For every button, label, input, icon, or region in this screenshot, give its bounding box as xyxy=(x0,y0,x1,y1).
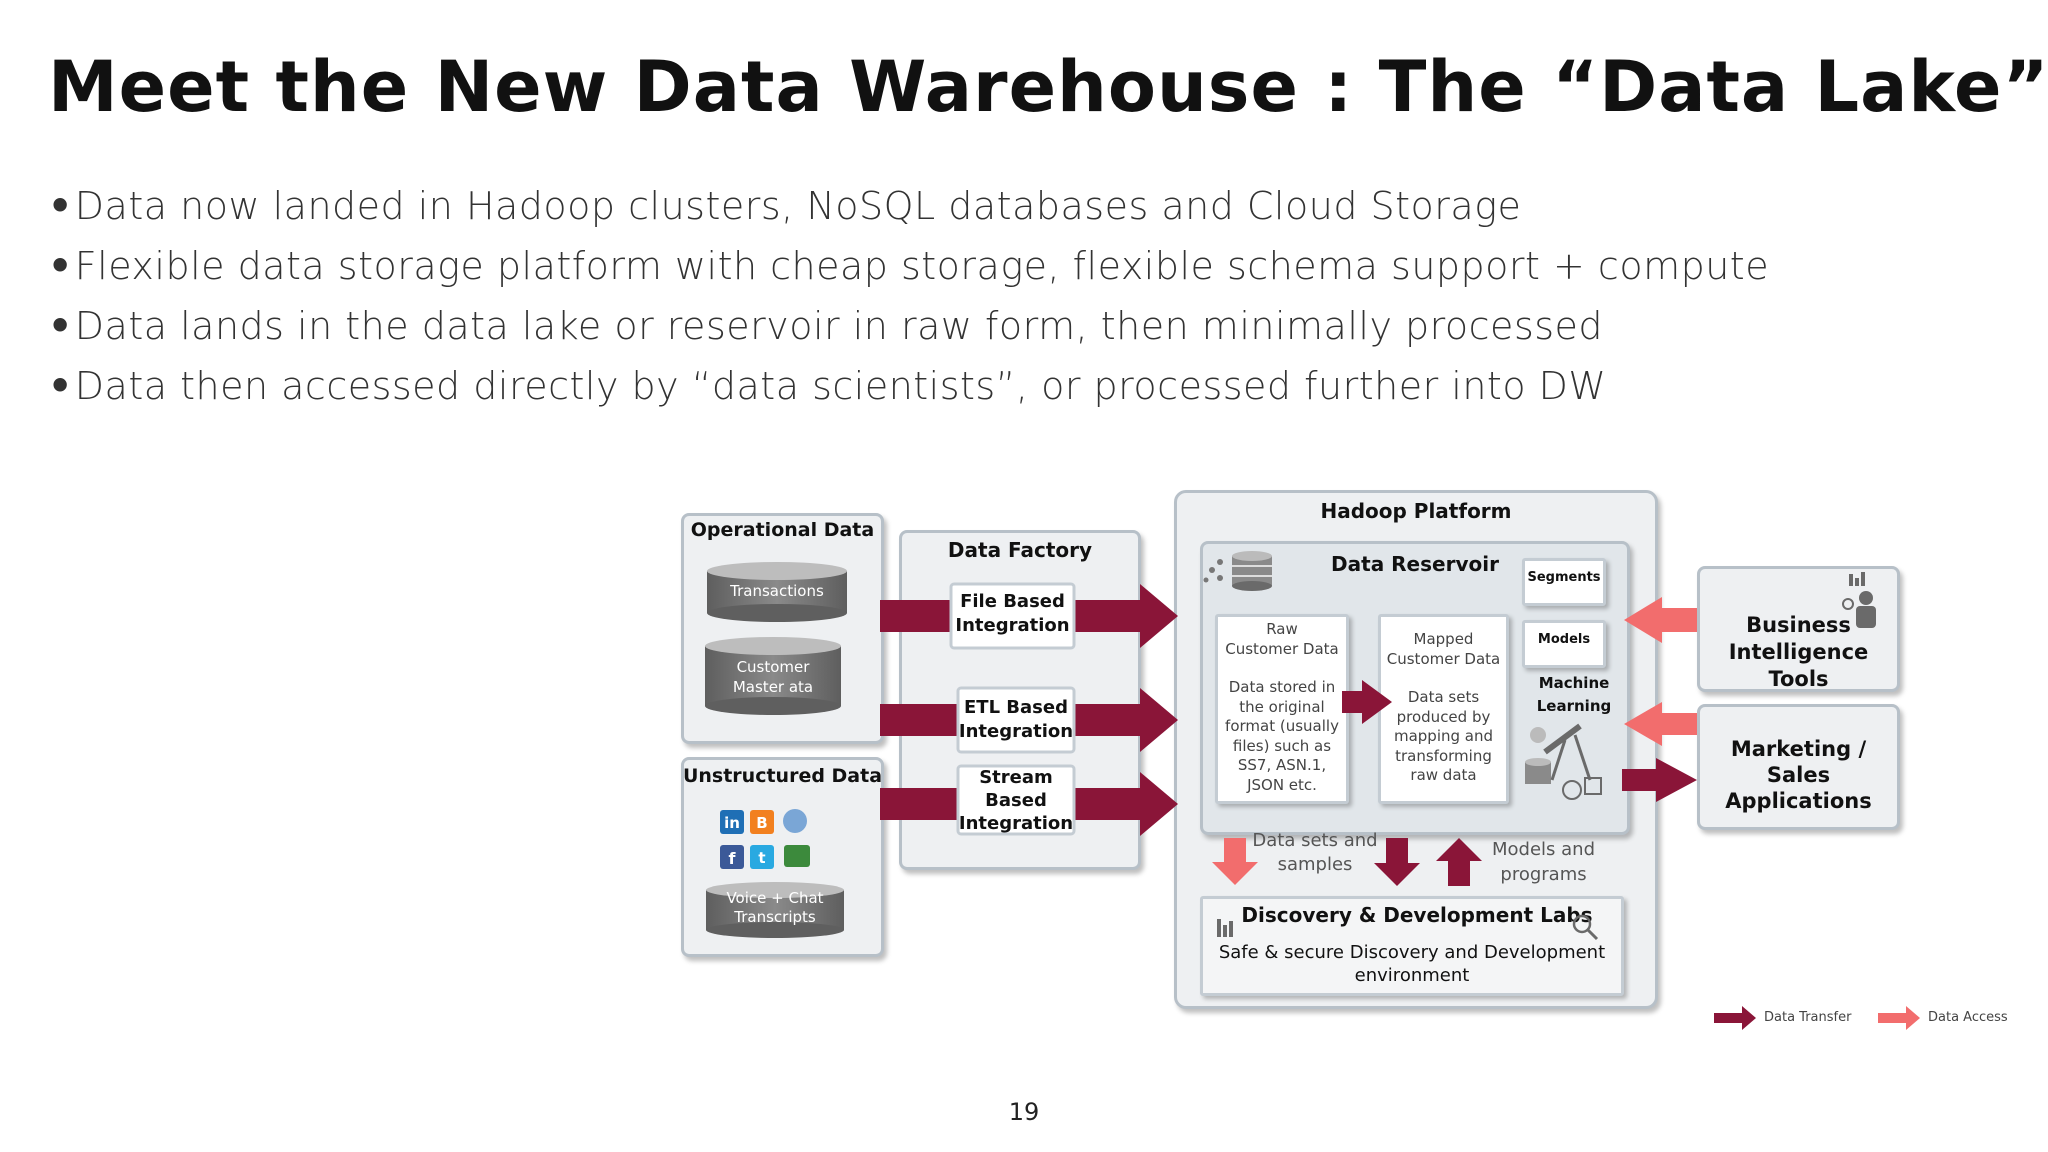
bullet-text: Data then accessed directly by “data sci… xyxy=(74,364,1607,408)
discovery-labs-title: Discovery & Development Labs xyxy=(1241,903,1593,927)
models-label: Models xyxy=(1537,632,1591,647)
legend-access-label: Data Access xyxy=(1928,1010,2008,1025)
file-based-integration-label: File Based Integration xyxy=(955,591,1070,636)
segments-box xyxy=(1522,558,1606,606)
segments-label: Segments xyxy=(1527,570,1601,585)
cylinder-label-customer-master: Customer Master ata xyxy=(732,658,814,696)
discovery-labs-box xyxy=(1200,896,1624,996)
legend-transfer-label: Data Transfer xyxy=(1764,1010,1852,1025)
slide-title: Meet the New Data Warehouse : The “Data … xyxy=(48,46,2048,128)
bi-tools-box xyxy=(1697,566,1900,692)
stream-based-integration-label: Stream Based Integration xyxy=(958,767,1074,834)
hadoop-platform-title: Hadoop Platform xyxy=(1320,499,1512,523)
bullet-text: Flexible data storage platform with chea… xyxy=(74,244,1770,288)
bullet-item: •Data lands in the data lake or reservoi… xyxy=(48,304,1604,348)
etl-based-integration-label: ETL Based Integration xyxy=(958,697,1074,742)
mapped-customer-data-box xyxy=(1378,614,1509,804)
mapped-customer-data-title: Mapped Customer Data xyxy=(1386,630,1501,668)
bi-tools-label: Business Intelligence Tools xyxy=(1728,613,1869,691)
machine-learning-label: Machine Learning xyxy=(1536,674,1612,715)
bullet-text: Data lands in the data lake or reservoir… xyxy=(74,304,1604,348)
marketing-sales-label: Marketing / Sales Applications xyxy=(1725,737,1872,813)
data-reservoir-title: Data Reservoir xyxy=(1331,552,1499,576)
discovery-labs-desc: Safe & secure Discovery and Development … xyxy=(1218,942,1606,986)
mapped-customer-data-desc: Data sets produced by mapping and transf… xyxy=(1393,688,1494,784)
datasets-samples-label: Data sets and samples xyxy=(1252,830,1378,875)
unstructured-data-title: Unstructured Data xyxy=(682,765,883,787)
bullet-text: Data now landed in Hadoop clusters, NoSQ… xyxy=(74,184,1522,228)
data-factory-title: Data Factory xyxy=(947,538,1093,562)
bullet-list: •Data now landed in Hadoop clusters, NoS… xyxy=(48,176,1769,416)
bullet-item: •Flexible data storage platform with che… xyxy=(48,244,1770,288)
marketing-sales-box xyxy=(1697,704,1900,830)
bullet-item: •Data then accessed directly by “data sc… xyxy=(48,364,1607,408)
operational-data-box xyxy=(681,513,884,744)
raw-customer-data-title: Raw Customer Data xyxy=(1225,620,1339,658)
cylinder-label-transactions: Transactions xyxy=(730,582,824,600)
page-number: 19 xyxy=(1008,1098,1040,1126)
unstructured-data-box xyxy=(681,757,884,957)
models-programs-label: Models and programs xyxy=(1491,839,1595,885)
bullet-item: •Data now landed in Hadoop clusters, NoS… xyxy=(48,184,1522,228)
raw-customer-data-desc: Data stored in the original format (usua… xyxy=(1225,678,1339,794)
cylinder-label-voice-chat: Voice + Chat Transcripts xyxy=(726,889,824,926)
legend-access-arrow xyxy=(1878,1006,1920,1030)
models-box xyxy=(1522,620,1606,668)
legend-transfer-arrow xyxy=(1714,1006,1756,1030)
operational-data-title: Operational Data xyxy=(690,519,875,541)
